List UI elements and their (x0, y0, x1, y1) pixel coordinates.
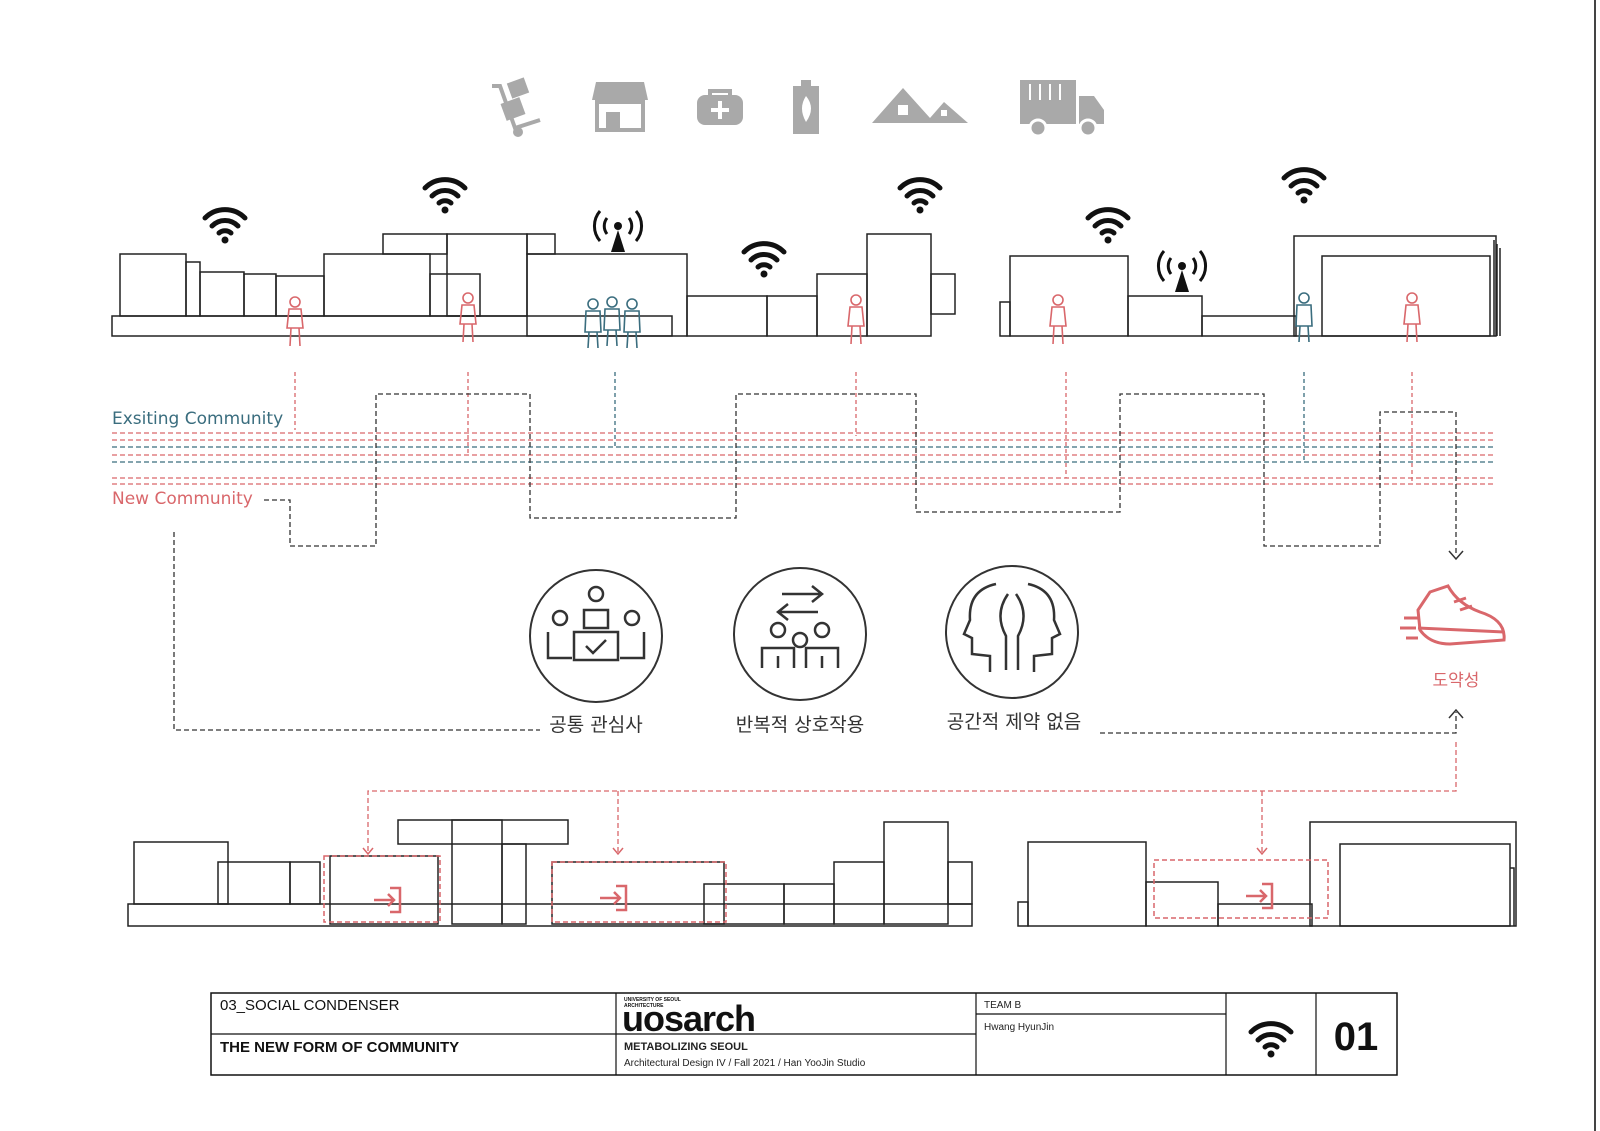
mobility-group: 도약성 (1400, 584, 1506, 691)
concept-circle (733, 567, 867, 701)
service-icons (492, 77, 1104, 138)
sheet-number: 01 (1334, 1015, 1379, 1059)
concept-circle (529, 569, 663, 703)
return-flow (367, 742, 1457, 852)
flow-line-right (1100, 712, 1457, 734)
community-path (264, 393, 1457, 556)
community-lines (112, 432, 1496, 485)
repeated-interaction-icon (760, 585, 840, 668)
medical-kit-icon (697, 89, 743, 125)
antenna-tower-icon (592, 209, 644, 254)
sheet-title: THE NEW FORM OF COMMUNITY (220, 1039, 459, 1056)
battery-icon (793, 80, 819, 134)
wifi-icon (205, 210, 245, 244)
houses-icon (872, 88, 968, 123)
person-figure (286, 296, 304, 347)
section-label: 03_SOCIAL CONDENSER (220, 997, 400, 1014)
enter-door-icon (372, 886, 402, 914)
hand-truck-icon (492, 77, 541, 137)
antenna-tower-icon (1156, 249, 1208, 294)
concept-repeated-interaction: 반복적 상호작용 (733, 567, 867, 736)
logo-subtext: UNIVERSITY OF SEOUL (624, 997, 681, 1003)
project-name: METABOLIZING SEOUL (624, 1041, 748, 1053)
course-info: Architectural Design IV / Fall 2021 / Ha… (624, 1058, 866, 1069)
new-streetscape (127, 819, 1517, 927)
page-edge-line (1594, 0, 1596, 1131)
existing-streetscape (111, 233, 1501, 337)
concept-circle (945, 565, 1079, 699)
entry-zone (1153, 859, 1329, 919)
enter-door-icon (598, 884, 628, 912)
new-community-label: New Community (112, 489, 253, 509)
seated-group-figure (623, 298, 641, 349)
person-with-dog-figure (1295, 292, 1313, 343)
connection-drops (294, 372, 1413, 484)
delivery-truck-icon (1020, 80, 1104, 138)
team-label: TEAM B (984, 1000, 1022, 1011)
author-name: Hwang HyunJin (984, 1022, 1054, 1033)
wifi-icon (1088, 210, 1128, 244)
wifi-icon (1284, 170, 1324, 204)
shared-interest-icon (546, 585, 646, 662)
concept-shared-interest: 공통 관심사 (529, 569, 663, 736)
wifi-icon (1251, 1024, 1291, 1058)
entry-zone (323, 855, 441, 923)
no-spatial-limit-icon (962, 582, 1062, 672)
logo-subtext: ARCHITECTURE (624, 1003, 664, 1009)
concept-label: 반복적 상호작용 (736, 714, 864, 736)
storefront-icon (592, 82, 648, 132)
seated-group-figure (603, 296, 621, 347)
running-shoe-icon (1400, 584, 1506, 646)
existing-community-label: Exsiting Community (112, 409, 283, 429)
title-block: 03_SOCIAL CONDENSER THE NEW FORM OF COMM… (210, 992, 1398, 1076)
entry-zones (323, 855, 1329, 923)
arrow-down-icon (1448, 550, 1464, 561)
wifi-icon (425, 180, 465, 214)
flow-line-left (173, 532, 540, 731)
return-arrows (362, 847, 1268, 856)
walking-person-figure (1403, 292, 1421, 343)
concept-label: 공통 관심사 (549, 714, 642, 736)
mobility-label: 도약성 (1433, 671, 1480, 691)
arrow-up-icon (1448, 708, 1464, 719)
entry-zone (551, 861, 727, 923)
concept-no-spatial-limit: 공간적 제약 없음 (945, 565, 1081, 733)
concept-label: 공간적 제약 없음 (947, 711, 1081, 733)
wifi-icon (900, 180, 940, 214)
wifi-icon (744, 244, 784, 278)
uosarch-logo: uosarch (622, 998, 755, 1039)
person-figure (459, 292, 477, 343)
seated-group-figure (584, 298, 602, 349)
